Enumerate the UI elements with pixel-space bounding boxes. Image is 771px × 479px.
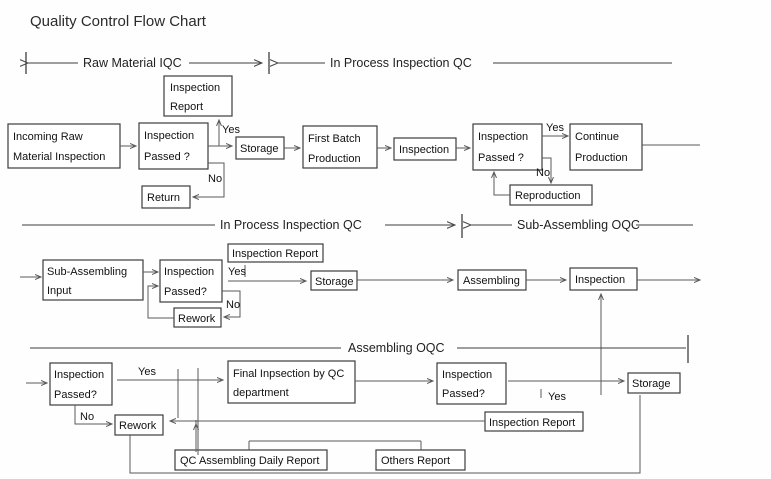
node-label-line2: Passed? bbox=[54, 389, 97, 401]
edge-label-yes-row1-right: Yes bbox=[546, 122, 564, 134]
edge-label-no-row1-right: No bbox=[536, 167, 550, 179]
node-inspection-passed-row2[interactable]: Inspection Passed? bbox=[159, 259, 223, 303]
node-label-line2: Passed? bbox=[164, 286, 207, 298]
node-label-line1: Inspection bbox=[164, 266, 214, 278]
node-label-line1: Final Inpsection by QC bbox=[233, 368, 344, 380]
node-label-line1: Inspection bbox=[170, 82, 220, 94]
node-rework-row2[interactable]: Rework bbox=[173, 307, 222, 328]
row2-connectors: Yes No bbox=[20, 265, 700, 395]
node-label: Storage bbox=[240, 143, 279, 155]
page-title: Quality Control Flow Chart bbox=[30, 13, 207, 30]
node-qc-assembling-daily-report[interactable]: QC Assembling Daily Report bbox=[174, 449, 328, 471]
node-label-line2: Passed? bbox=[442, 388, 485, 400]
row3-connectors: Yes No Yes bbox=[26, 366, 641, 474]
node-label: Storage bbox=[632, 378, 671, 390]
band-row3: Assembling OQC bbox=[30, 335, 689, 363]
node-label-line1: Inspection bbox=[442, 369, 492, 381]
node-inspection-row1-mid[interactable]: Inspection bbox=[393, 137, 457, 161]
node-label: Others Report bbox=[381, 455, 450, 467]
node-label: Inspection Report bbox=[232, 248, 318, 260]
node-label-line2: Material Inspection bbox=[13, 151, 105, 163]
band-label-assembling-oqc: Assembling OQC bbox=[348, 341, 445, 355]
node-return[interactable]: Return bbox=[141, 185, 191, 209]
band-row2: In Process Inspection QC Sub-Assembling … bbox=[22, 214, 693, 238]
node-storage-row2[interactable]: Storage bbox=[310, 270, 358, 291]
node-label: Rework bbox=[119, 420, 157, 432]
node-inspection-passed-row3-left[interactable]: Inspection Passed? bbox=[49, 362, 113, 406]
node-label-line2: department bbox=[233, 387, 289, 399]
node-sub-assembling-input[interactable]: Sub-Assembling Input bbox=[42, 259, 144, 301]
node-rework-row3[interactable]: Rework bbox=[114, 414, 164, 436]
edge-label-yes-row3-right: Yes bbox=[548, 391, 566, 403]
node-label: Return bbox=[147, 192, 180, 204]
node-label-line2: Passed ? bbox=[144, 151, 190, 163]
band-label-raw-material-iqc: Raw Material IQC bbox=[83, 56, 182, 70]
node-label-line2: Production bbox=[575, 152, 628, 164]
node-inspection-row2[interactable]: Inspection bbox=[569, 267, 638, 291]
node-inspection-report-row3[interactable]: Inspection Report bbox=[484, 411, 584, 432]
node-inspection-report-row1[interactable]: Inspection Report bbox=[163, 75, 233, 117]
node-label: Inspection Report bbox=[489, 417, 575, 429]
band-label-sub-assembling-oqc: Sub-Assembling OQC bbox=[517, 218, 640, 232]
node-label: Inspection bbox=[575, 274, 625, 286]
node-others-report[interactable]: Others Report bbox=[375, 449, 466, 471]
node-label-line1: Inspection bbox=[478, 131, 528, 143]
edge-label-no-row2: No bbox=[226, 299, 240, 311]
edge-label-yes-row3: Yes bbox=[138, 366, 156, 378]
node-inspection-passed-row1-right[interactable]: Inspection Passed ? bbox=[472, 123, 543, 171]
node-continue-production[interactable]: Continue Production bbox=[569, 123, 643, 171]
node-label: Rework bbox=[178, 313, 216, 325]
node-label-line1: Inspection bbox=[54, 369, 104, 381]
node-label-line2: Input bbox=[47, 285, 71, 297]
node-storage-row3[interactable]: Storage bbox=[627, 372, 681, 394]
node-label: Storage bbox=[315, 276, 354, 288]
node-label: QC Assembling Daily Report bbox=[180, 455, 319, 467]
band-label-in-process-qc-1: In Process Inspection QC bbox=[330, 56, 472, 70]
row1-connectors: Yes No Yes No bbox=[120, 120, 700, 197]
node-label: Assembling bbox=[463, 275, 520, 287]
band-row1: Raw Material IQC In Process Inspection Q… bbox=[26, 52, 672, 74]
band-label-in-process-qc-2: In Process Inspection QC bbox=[220, 218, 362, 232]
node-label-line2: Report bbox=[170, 101, 203, 113]
node-label-line1: Incoming Raw bbox=[13, 131, 83, 143]
node-label-line1: Sub-Assembling bbox=[47, 266, 127, 278]
node-inspection-passed-row1[interactable]: Inspection Passed ? bbox=[138, 122, 209, 170]
node-label-line2: Passed ? bbox=[478, 152, 524, 164]
edge-label-no-row3: No bbox=[80, 411, 94, 423]
node-label: Inspection bbox=[399, 144, 449, 156]
node-label-line2: Production bbox=[308, 153, 361, 165]
edge-label-yes-row1: Yes bbox=[222, 124, 240, 136]
node-assembling[interactable]: Assembling bbox=[457, 269, 527, 291]
edge-label-yes-row2: Yes bbox=[228, 266, 246, 278]
node-reproduction[interactable]: Reproduction bbox=[509, 184, 593, 206]
node-storage-row1[interactable]: Storage bbox=[235, 136, 285, 160]
node-label: Reproduction bbox=[515, 190, 580, 202]
node-label-line1: Inspection bbox=[144, 130, 194, 142]
node-inspection-passed-row3-right[interactable]: Inspection Passed? bbox=[436, 362, 507, 405]
node-final-inspection-by-qc[interactable]: Final Inpsection by QC department bbox=[227, 360, 356, 404]
node-first-batch-production[interactable]: First Batch Production bbox=[302, 125, 378, 169]
edge-label-no-row1: No bbox=[208, 173, 222, 185]
node-inspection-report-row2[interactable]: Inspection Report bbox=[227, 243, 324, 263]
node-incoming-raw-material-inspection[interactable]: Incoming Raw Material Inspection bbox=[7, 123, 121, 169]
node-label-line1: First Batch bbox=[308, 133, 361, 145]
node-label-line1: Continue bbox=[575, 131, 619, 143]
